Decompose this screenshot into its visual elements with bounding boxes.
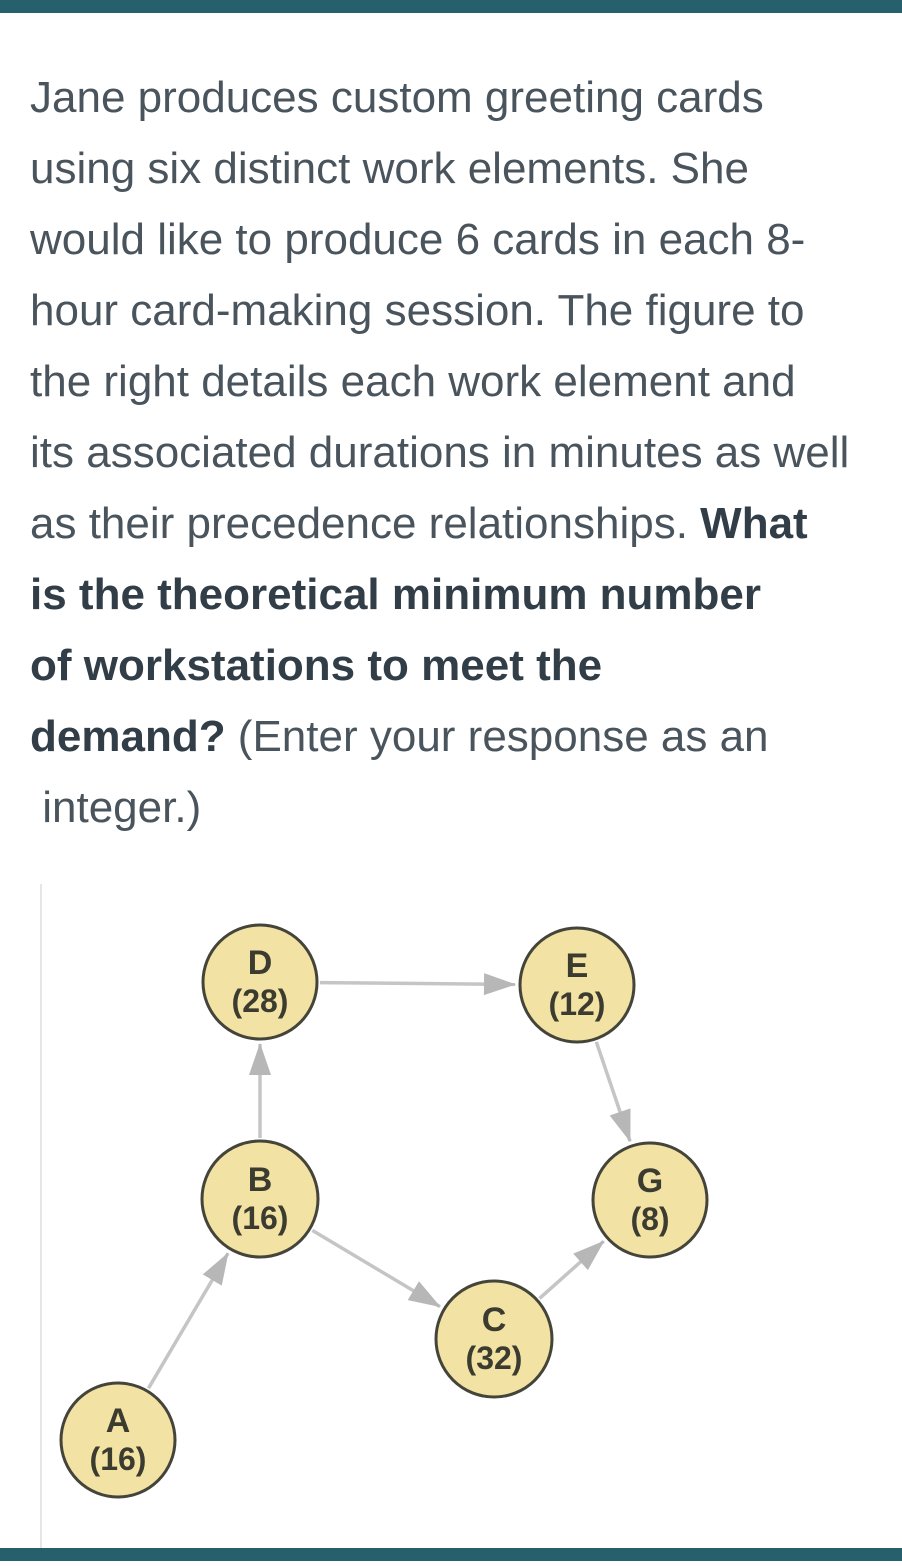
diagram-node-C: C(32) (434, 1279, 554, 1399)
precedence-diagram-svg: A(16)B(16)C(32)D(28)E(12)G(8) (40, 884, 709, 1561)
diagram-node-label: A (106, 1402, 131, 1440)
diagram-node-D: D(28) (201, 923, 319, 1041)
diagram-node-duration: (16) (232, 1200, 289, 1236)
question-text-line: using six distinct work elements. She (30, 133, 892, 204)
diagram-node-label: C (482, 1301, 507, 1339)
question-text-bold-segment: of workstations to meet the (30, 641, 603, 690)
question-text-segment: hour card-making session. The figure to (30, 286, 805, 335)
diagram-node-circle (200, 1139, 320, 1259)
question-text-bold-segment: demand? (30, 712, 226, 761)
question-text-line: its associated durations in minutes as w… (30, 417, 892, 488)
diagram-edge-A-B (146, 1252, 230, 1390)
question-text-line: as their precedence relationships. What (30, 488, 892, 559)
diagram-node-duration: (8) (630, 1201, 669, 1237)
question-text-line: Jane produces custom greeting cards (30, 62, 892, 133)
question-text-segment: Jane produces custom greeting cards (30, 73, 764, 122)
diagram-node-G: G(8) (591, 1141, 709, 1259)
question-text-segment: integer.) (30, 783, 202, 832)
question-text-bold-segment: is the theoretical minimum number (30, 570, 762, 619)
diagram-node-duration: (12) (549, 986, 606, 1022)
diagram-node-label: B (248, 1161, 273, 1199)
question-text-line: integer.) (30, 772, 892, 843)
diagram-node-duration: (16) (90, 1441, 147, 1477)
question-text-segment: its associated durations in minutes as w… (30, 428, 850, 477)
question-text-segment: the right details each work element and (30, 357, 796, 406)
question-text-line: is the theoretical minimum number (30, 559, 892, 630)
diagram-edge-B-C (311, 1228, 441, 1309)
question-text-segment: (Enter your response as an (225, 712, 769, 761)
diagram-node-B: B(16) (200, 1139, 320, 1259)
question-text-line: of workstations to meet the (30, 630, 892, 701)
diagram-node-circle (591, 1141, 709, 1259)
diagram-node-A: A(16) (59, 1381, 177, 1499)
diagram-edge-C-G (538, 1239, 605, 1300)
question-text-line: would like to produce 6 cards in each 8- (30, 204, 892, 275)
diagram-node-label: D (248, 944, 273, 982)
diagram-node-circle (518, 926, 636, 1044)
question-text-line: hour card-making session. The figure to (30, 275, 892, 346)
question-text-line: the right details each work element and (30, 346, 892, 417)
diagram-edge-D-E (319, 973, 517, 996)
diagram-node-label: G (637, 1162, 663, 1200)
diagram-node-duration: (32) (466, 1340, 523, 1376)
question-text-segment: would like to produce 6 cards in each 8- (30, 215, 806, 264)
question-text-segment: as their precedence relationships. (30, 499, 701, 548)
question-text-segment: using six distinct work elements. She (30, 144, 749, 193)
question-text-line: demand? (Enter your response as an (30, 701, 892, 772)
top-app-bar (0, 0, 902, 13)
diagram-node-E: E(12) (518, 926, 636, 1044)
bottom-app-bar (0, 1548, 902, 1561)
diagram-edge-E-G (594, 1041, 632, 1143)
diagram-node-circle (59, 1381, 177, 1499)
diagram-node-duration: (28) (232, 983, 289, 1019)
question-text: Jane produces custom greeting cards using… (30, 62, 892, 843)
question-text-bold-segment: What (700, 499, 808, 548)
diagram-node-circle (201, 923, 319, 1041)
diagram-node-label: E (566, 947, 589, 985)
diagram-node-circle (434, 1279, 554, 1399)
precedence-diagram-figure: A(16)B(16)C(32)D(28)E(12)G(8) (0, 880, 902, 1561)
